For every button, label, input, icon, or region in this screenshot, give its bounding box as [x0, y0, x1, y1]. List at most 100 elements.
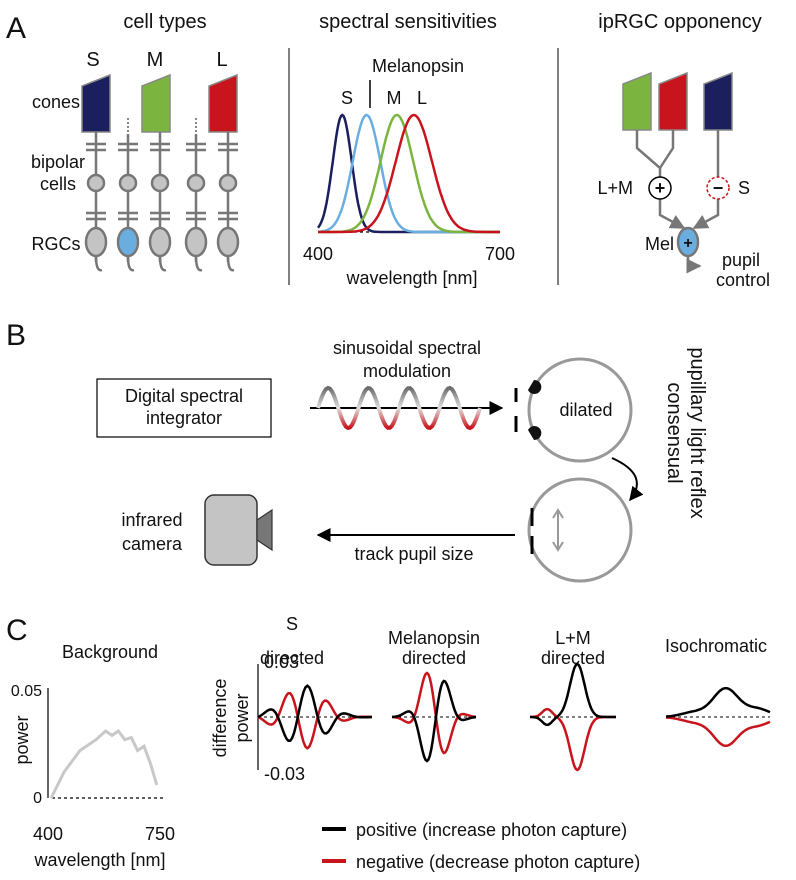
negative-curve-0 [257, 691, 372, 750]
bg-y-tick-top: 0.05 [11, 683, 42, 700]
cone-label-s: S [86, 49, 99, 71]
s-label: S [738, 178, 750, 198]
mod-title-mel-1: Melanopsin [388, 628, 480, 648]
rgcs-label: RGCs [32, 234, 81, 254]
eye-dilated [527, 357, 633, 463]
camera-lens [256, 508, 273, 552]
minus-sign: − [713, 178, 724, 198]
panel-a: A cell types spectral sensitivities ipRG… [6, 11, 770, 290]
positive-curve-2 [530, 662, 616, 727]
spectral-sensitivities-title: spectral sensitivities [319, 11, 497, 33]
positive-curve-0 [257, 684, 372, 743]
l-cone [208, 73, 238, 133]
track-label: track pupil size [354, 544, 473, 564]
bg-x-tick-400: 400 [33, 824, 63, 844]
integrator-box [96, 378, 272, 438]
bipolar-label: bipolar [31, 152, 85, 172]
mod-title-s-1: S [286, 614, 298, 634]
melanopsin-curve-label: Melanopsin [372, 56, 464, 76]
negative-curve-1 [391, 671, 477, 755]
integrator-line1: Digital spectral [125, 386, 243, 406]
panel-b-letter: B [6, 319, 26, 352]
negative-curve-3 [665, 716, 771, 748]
iris-top [528, 379, 542, 394]
diff-y-label-group-2: power [232, 693, 252, 742]
reflex-line1: consensual [663, 382, 685, 483]
diff-y-label-1: difference [210, 679, 230, 758]
background-spectrum-line [49, 728, 159, 799]
panel-b: B Digital spectral integrator sinusoidal… [6, 319, 708, 583]
bg-y-label: power [12, 715, 32, 764]
mod-title-mel-2: directed [402, 648, 466, 668]
reflex-label-2: pupillary light reflex [686, 347, 708, 518]
camera-line2: camera [122, 534, 183, 554]
pupil-label: pupil [722, 250, 760, 270]
plus-sign: + [655, 178, 666, 198]
difference-curves [257, 662, 771, 772]
reflex-arrow [611, 457, 644, 502]
sensitivity-curve-s [317, 113, 500, 234]
diff-y-label-2: power [232, 693, 252, 742]
control-label: control [716, 270, 770, 290]
modulation-line2: modulation [363, 361, 451, 381]
excitatory-node [648, 176, 672, 200]
m-cone [141, 73, 171, 133]
cell-column [84, 132, 108, 272]
sensitivity-curve-m [318, 113, 500, 234]
reflex-label: consensual [663, 382, 685, 483]
reflex-line2: pupillary light reflex [686, 347, 708, 518]
sensitivity-curve-melanopsin [317, 113, 500, 234]
spectral-x-tick-400: 400 [303, 244, 333, 264]
mod-title-lm-2: directed [541, 648, 605, 668]
iprgc-opponency-title: ipRGC opponency [598, 11, 761, 33]
dilated-label: dilated [559, 400, 612, 420]
spectral-sensitivity-chart: Melanopsin S M L 400 700 wavelength [nm] [303, 56, 515, 288]
spectral-x-label: wavelength [nm] [345, 268, 477, 288]
bg-x-tick-750: 750 [145, 824, 175, 844]
camera-body [204, 494, 258, 566]
l-curve-label: L [417, 88, 427, 108]
mel-label: Mel [645, 234, 674, 254]
bg-x-label: wavelength [nm] [33, 850, 165, 870]
iris-bottom [528, 426, 542, 441]
legend-positive: positive (increase photon capture) [356, 820, 627, 840]
legend-negative: negative (decrease photon capture) [356, 852, 640, 872]
sinusoidal-wave [316, 385, 482, 431]
cones-label: cones [32, 92, 80, 112]
positive-curve-3 [665, 686, 771, 718]
sensitivity-curve-l [318, 113, 500, 234]
cone-label-l: L [216, 49, 227, 71]
mel-cell [676, 226, 700, 258]
lm-label: L+M [597, 178, 633, 198]
m-curve-label: M [387, 88, 402, 108]
cells-label: cells [40, 174, 76, 194]
diff-y-label-group: difference [210, 679, 230, 758]
cell-column [148, 132, 172, 272]
modulation-line1: sinusoidal spectral [333, 338, 481, 358]
negative-curve-2 [530, 707, 616, 772]
spectral-x-tick-700: 700 [485, 244, 515, 264]
mel-plus-sign: + [683, 235, 692, 252]
integrator-line2: integrator [146, 408, 222, 428]
iprgc-cell [116, 226, 140, 258]
cell-column [216, 132, 240, 272]
s-cone [81, 73, 111, 133]
panel-a-letter: A [6, 12, 26, 45]
mod-title-s-2: directed [260, 648, 324, 668]
mod-title-lm-1: L+M [555, 628, 591, 648]
l-cone [658, 71, 688, 131]
positive-curve-1 [391, 679, 477, 763]
inhibitory-node [706, 176, 730, 200]
diff-y-tick-top: 0.03 [264, 652, 299, 672]
eye-tracked [527, 477, 633, 583]
cell-column [116, 134, 140, 272]
s-cone [703, 71, 733, 131]
opponency-diagram: + − L+M S + Mel pupil control [597, 71, 770, 290]
camera-line1: infrared [121, 510, 182, 530]
background-title: Background [62, 642, 158, 662]
cell-column [184, 134, 208, 272]
cell-types-title: cell types [123, 11, 206, 33]
panel-c-letter: C [6, 614, 28, 647]
mod-title-iso: Isochromatic [665, 636, 767, 656]
